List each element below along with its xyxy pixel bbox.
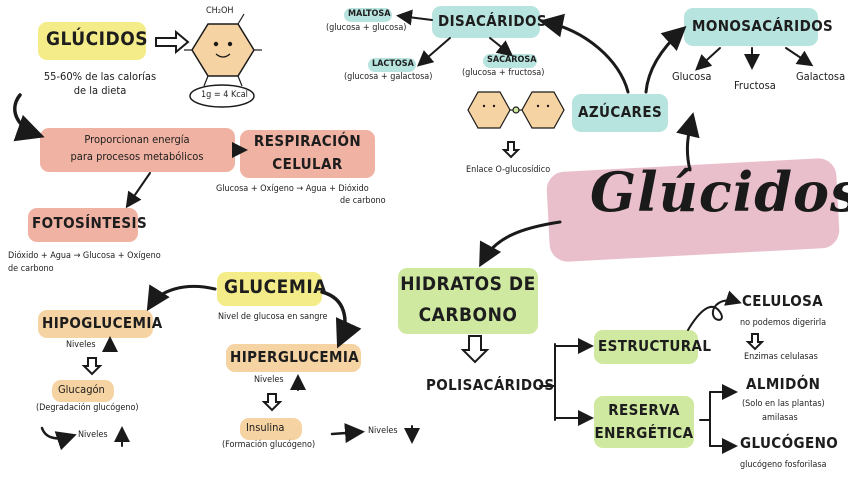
- processes-line1: Proporcionan energía: [84, 133, 190, 146]
- respiration-highlight: [240, 130, 375, 178]
- respiration-line2: CELULAR: [272, 155, 343, 173]
- glucidos-label: GLÚCIDOS: [46, 28, 149, 50]
- reserva-highlight: [594, 396, 694, 448]
- estructural-label: ESTRUCTURAL: [598, 337, 712, 355]
- polisacaridos-label: POLISACÁRIDOS: [426, 376, 555, 394]
- niveles-down: Niveles: [368, 426, 398, 436]
- hidratos-highlight: [398, 268, 538, 334]
- glucagon-label: Glucagón: [58, 383, 105, 396]
- monosacaridos-label: MONOSACÁRIDOS: [692, 17, 834, 35]
- insulina-desc: (Formación glucógeno): [222, 440, 316, 450]
- disacaridos-label: DISACÁRIDOS: [438, 12, 547, 30]
- lactosa-desc: (glucosa + galactosa): [344, 72, 433, 82]
- insulina-highlight: [240, 418, 302, 440]
- photo-eq-line1: Dióxido + Agua → Glucosa + Oxígeno: [8, 251, 161, 261]
- glucosa-label: Glucosa: [672, 70, 712, 83]
- azucares-label: AZÚCARES: [578, 103, 663, 121]
- reserva-line2: ENERGÉTICA: [594, 424, 694, 442]
- respiration-line1: RESPIRACIÓN: [253, 132, 362, 150]
- respiration-eq-line2: de carbono: [340, 196, 386, 206]
- calories-line1: 55-60% de las calorías: [43, 70, 157, 83]
- galactosa-label: Galactosa: [796, 70, 846, 83]
- photosynthesis-label: FOTOSÍNTESIS: [32, 214, 148, 232]
- sacarosa-highlight: [483, 54, 537, 68]
- almidon-desc-line1: (Solo en las plantas): [742, 399, 825, 409]
- molecule-ch2oh: CH₂OH: [206, 6, 234, 16]
- glucogeno-desc: glucógeno fosforilasa: [740, 460, 827, 470]
- hyper-niveles: Niveles: [254, 375, 284, 385]
- maltosa-desc: (glucosa + glucosa): [326, 23, 407, 33]
- sacarosa-label: SACAROSA: [487, 55, 537, 65]
- photo-eq-line2: de carbono: [8, 264, 54, 274]
- maltosa-label: MALTOSA: [348, 9, 391, 19]
- almidon-label: ALMIDÓN: [746, 375, 821, 393]
- disacaridos-highlight: [432, 6, 540, 38]
- hidratos-line1: HIDRATOS DE: [400, 273, 536, 295]
- almidon-desc-line2: amilasas: [762, 413, 798, 423]
- azucares-highlight: [572, 94, 668, 132]
- enlace-label: Enlace O-glucosídico: [466, 165, 551, 175]
- glucogeno-label: GLUCÓGENO: [740, 434, 839, 452]
- calories-line2: de la dieta: [73, 84, 127, 97]
- processes-highlight: [40, 128, 235, 172]
- processes-line2: para procesos metabólicos: [70, 150, 204, 163]
- reserva-line1: RESERVA: [608, 401, 680, 419]
- sacarosa-desc: (glucosa + fructosa): [462, 68, 545, 78]
- photosynthesis-highlight: [28, 208, 138, 242]
- lactosa-label: LACTOSA: [372, 59, 414, 69]
- hyper-label: HIPERGLUCEMIA: [230, 348, 360, 366]
- hidratos-line2: CARBONO: [418, 304, 518, 326]
- maltosa-highlight: [344, 8, 392, 22]
- main-title: Glúcidos: [590, 160, 848, 224]
- glucemia-highlight: [217, 272, 322, 306]
- niveles-up: Niveles: [78, 430, 108, 440]
- lactosa-highlight: [368, 58, 416, 72]
- respiration-eq-line1: Glucosa + Oxígeno → Agua + Dióxido: [216, 184, 369, 194]
- kcal-label: 1g = 4 Kcal: [201, 90, 248, 100]
- glucagon-desc: (Degradación glucógeno): [36, 403, 139, 413]
- insulina-label: Insulina: [246, 421, 285, 434]
- glucemia-desc: Nivel de glucosa en sangre: [218, 312, 328, 322]
- fructosa-label: Fructosa: [734, 79, 776, 92]
- glucemia-label: GLUCEMIA: [224, 276, 327, 298]
- hypo-niveles: Niveles: [66, 340, 96, 350]
- hyper-highlight: [226, 344, 361, 372]
- enzimas-label: Enzimas celulasas: [744, 352, 818, 362]
- estructural-highlight: [594, 330, 698, 364]
- hypo-highlight: [38, 310, 153, 338]
- celulosa-desc: no podemos digerirla: [740, 318, 827, 328]
- hypo-label: HIPOGLUCEMIA: [42, 314, 163, 332]
- monosacaridos-highlight: [684, 8, 818, 46]
- celulosa-label: CELULOSA: [742, 292, 824, 310]
- glucagon-highlight: [52, 380, 114, 402]
- glucidos-highlight: [38, 22, 146, 60]
